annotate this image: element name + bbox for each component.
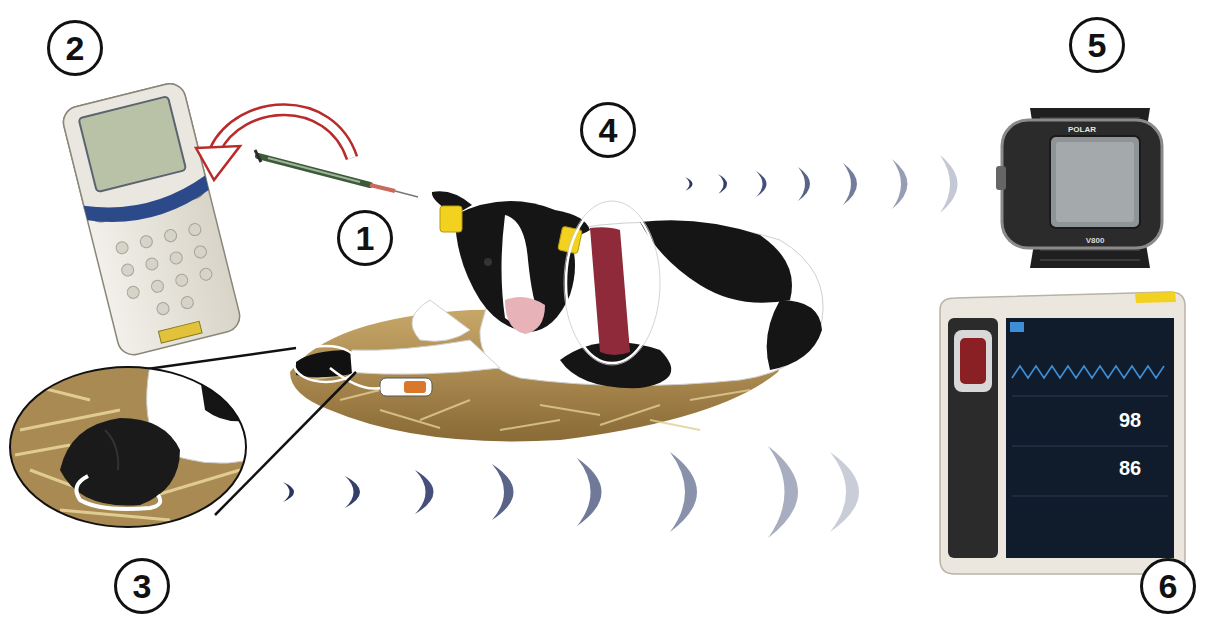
leader-line [140, 348, 296, 370]
device-readout: 98 [1119, 410, 1141, 430]
callout-number: 6 [1159, 569, 1178, 603]
patient-monitor [940, 292, 1185, 574]
device-readout: 86 [1119, 458, 1141, 478]
inset-view [8, 365, 250, 530]
calf [294, 191, 823, 396]
callout-number: 1 [356, 221, 375, 255]
callout-circle: 3 [114, 558, 170, 614]
device-readout: POLAR [1068, 126, 1096, 134]
syringe [255, 150, 418, 197]
heart-rate-watch [996, 108, 1162, 268]
callout-circle: 5 [1069, 17, 1125, 73]
signal-waves [283, 446, 859, 538]
transfer-arrow [196, 110, 352, 180]
callout-circle: 6 [1140, 558, 1196, 614]
callout-number: 2 [66, 31, 85, 65]
callout-circle: 4 [580, 102, 636, 158]
device-readout: V800 [1086, 237, 1105, 245]
callout-number: 5 [1088, 28, 1107, 62]
callout-number: 3 [133, 569, 152, 603]
callout-circle: 2 [47, 20, 103, 76]
callout-number: 4 [599, 113, 618, 147]
signal-waves [685, 155, 958, 213]
blood-gas-analyser [60, 80, 243, 358]
callout-circle: 1 [337, 210, 393, 266]
